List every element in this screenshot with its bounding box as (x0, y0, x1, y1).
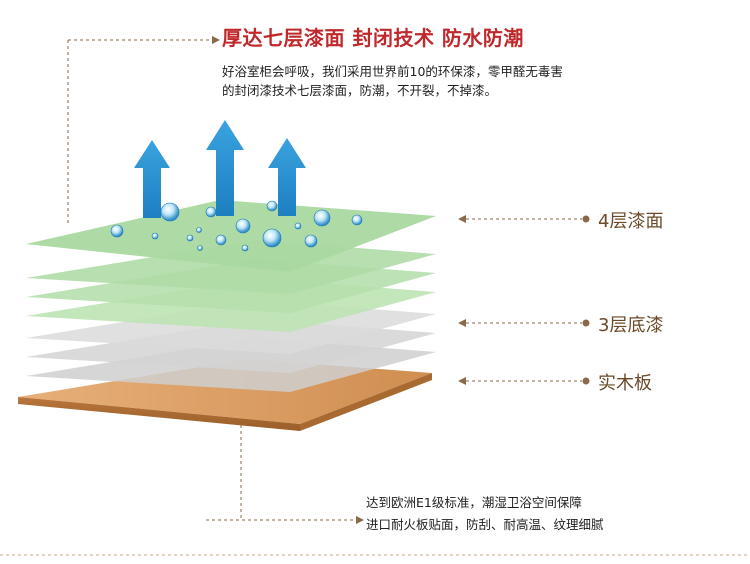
footer-note: 达到欧洲E1级标准，潮湿卫浴空间保障 进口耐火板贴面，防刮、耐高温、纹理细腻 (366, 492, 604, 536)
arrow-up-icon (206, 120, 244, 216)
label-base-coat: 3层底漆 (598, 315, 664, 336)
description-line: 好浴室柜会呼吸，我们采用世界前10的环保漆，零甲醛无毒害 (222, 64, 563, 79)
bottom-connector (206, 425, 356, 521)
water-drop-icon (160, 202, 180, 222)
label-top-coat: 4层漆面 (598, 211, 664, 232)
description-line: 的封闭漆技术七层漆面，防潮，不开裂，不掉漆。 (222, 83, 498, 98)
water-drop-icon (205, 206, 217, 218)
water-drop-icon (215, 234, 227, 246)
water-drop-icon (351, 214, 363, 226)
water-drop-icon (241, 244, 249, 252)
water-drop-icon (197, 245, 203, 251)
intro-description: 好浴室柜会呼吸，我们采用世界前10的环保漆，零甲醛无毒害 的封闭漆技术七层漆面，… (222, 62, 692, 100)
water-drop-icon (262, 228, 282, 248)
footer-line: 进口耐火板贴面，防刮、耐高温、纹理细腻 (366, 517, 604, 532)
water-drop-icon (294, 222, 302, 230)
label-leaders (466, 218, 582, 382)
water-drop-icon (304, 234, 318, 248)
arrow-up-icon (268, 138, 306, 216)
footer-line: 达到欧洲E1级标准，潮湿卫浴空间保障 (366, 495, 582, 510)
water-drop-icon (235, 218, 251, 234)
label-board: 实木板 (598, 373, 652, 394)
page-title: 厚达七层漆面 封闭技术 防水防潮 (222, 26, 524, 50)
water-drop-icon (151, 232, 159, 240)
water-droplets (110, 200, 363, 252)
vapor-arrows (134, 120, 306, 218)
bottom-connector-arrowhead (356, 516, 364, 524)
top-coat-layers (26, 200, 436, 332)
water-drop-icon (266, 200, 278, 212)
top-connector (67, 39, 212, 226)
label-leader-tips (458, 215, 590, 385)
arrow-up-icon (134, 140, 170, 218)
water-drop-icon (110, 224, 124, 238)
water-drop-icon (313, 209, 331, 227)
top-connector-arrowhead (212, 36, 220, 44)
water-drop-icon (196, 227, 202, 233)
water-drop-icon (186, 234, 194, 242)
